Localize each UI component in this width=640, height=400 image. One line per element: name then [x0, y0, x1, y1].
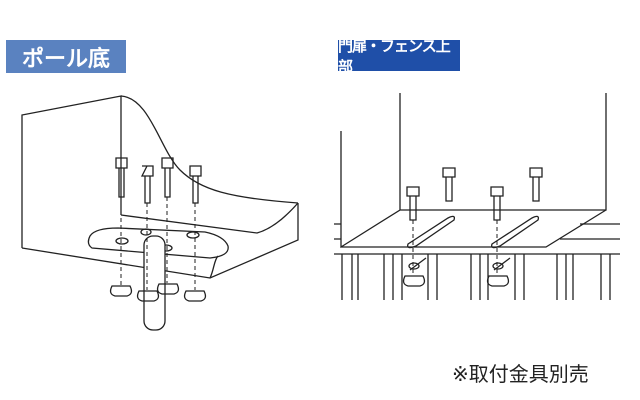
bolts	[115, 157, 202, 290]
gate-fence-top-label: 門扉・フェンス上部	[338, 37, 460, 76]
slots	[407, 215, 540, 271]
plate-holes	[115, 228, 200, 252]
pole	[143, 235, 166, 331]
wing-nuts	[109, 283, 207, 302]
pole-bottom-drawing	[21, 95, 299, 331]
gate-fence-drawing	[334, 93, 620, 300]
fence-slats	[341, 254, 611, 300]
wing-nuts-right	[402, 275, 510, 287]
pole-bottom-label: ポール底	[6, 40, 126, 73]
bolts-right	[406, 167, 543, 276]
base-plate	[87, 227, 229, 259]
note-text: ※取付金具別売	[452, 362, 589, 386]
